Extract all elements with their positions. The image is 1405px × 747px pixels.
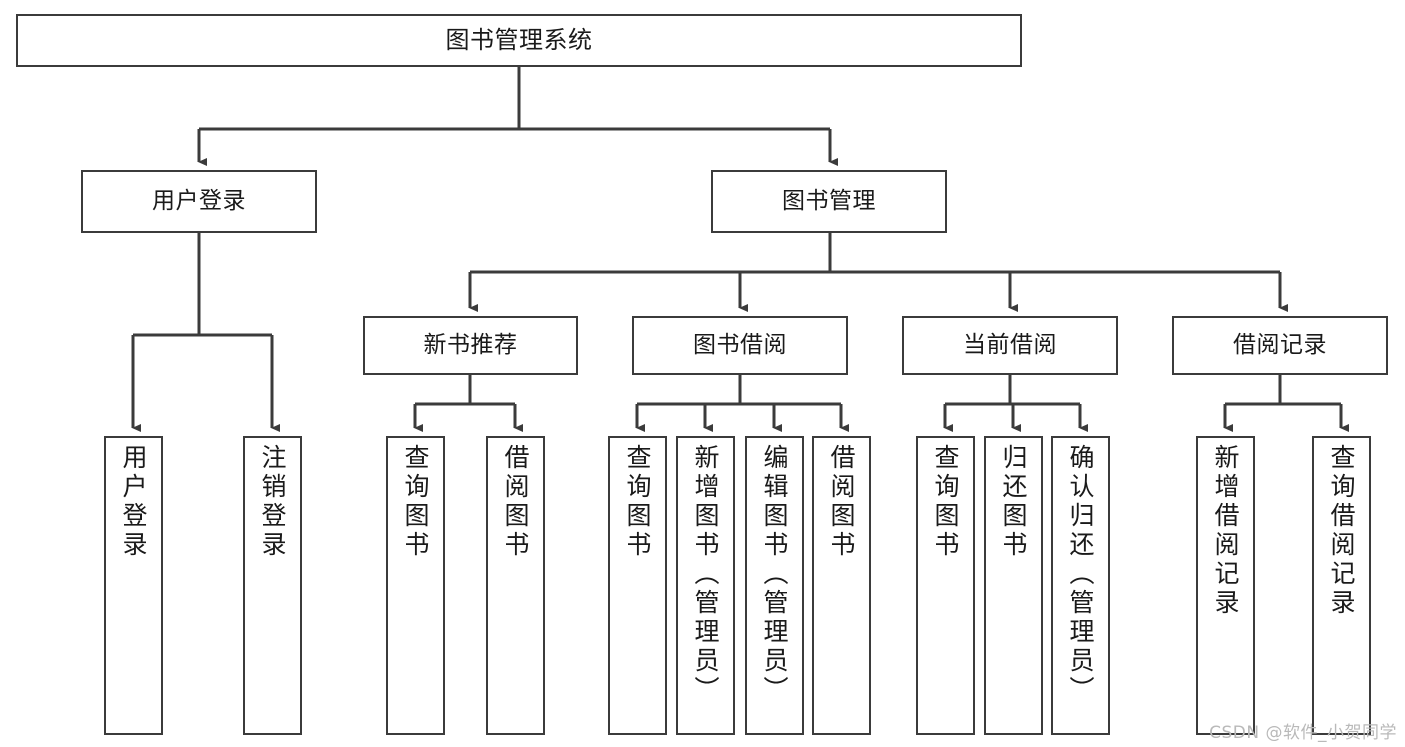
- node-leaf-confirm-return[interactable]: 确认归还（管理员）: [1051, 436, 1110, 735]
- node-root-label: 图书管理系统: [445, 25, 593, 54]
- node-leaf-borrow-book-2-label: 借阅图书: [827, 444, 856, 560]
- node-leaf-user-login[interactable]: 用户登录: [104, 436, 163, 735]
- node-book-borrow-label: 图书借阅: [693, 332, 787, 359]
- node-book-manage[interactable]: 图书管理: [711, 170, 947, 233]
- node-current-borrow[interactable]: 当前借阅: [902, 316, 1118, 375]
- node-leaf-confirm-return-label: 确认归还（管理员）: [1066, 444, 1095, 705]
- node-leaf-query-book-3[interactable]: 查询图书: [916, 436, 975, 735]
- node-leaf-query-book-1[interactable]: 查询图书: [386, 436, 445, 735]
- node-borrow-record-label: 借阅记录: [1233, 332, 1327, 359]
- node-leaf-user-login-label: 用户登录: [119, 444, 148, 560]
- node-leaf-query-record[interactable]: 查询借阅记录: [1312, 436, 1371, 735]
- node-leaf-return-book-label: 归还图书: [999, 444, 1028, 560]
- node-leaf-logout[interactable]: 注销登录: [243, 436, 302, 735]
- node-leaf-borrow-book-1-label: 借阅图书: [501, 444, 530, 560]
- node-user-login[interactable]: 用户登录: [81, 170, 317, 233]
- node-leaf-query-record-label: 查询借阅记录: [1327, 444, 1356, 618]
- node-new-book-rec[interactable]: 新书推荐: [363, 316, 578, 375]
- watermark: CSDN @软件_小贺同学: [1209, 723, 1397, 743]
- node-book-borrow[interactable]: 图书借阅: [632, 316, 848, 375]
- node-root[interactable]: 图书管理系统: [16, 14, 1022, 67]
- node-leaf-add-record[interactable]: 新增借阅记录: [1196, 436, 1255, 735]
- node-user-login-label: 用户登录: [152, 188, 246, 215]
- node-leaf-return-book[interactable]: 归还图书: [984, 436, 1043, 735]
- node-leaf-edit-book[interactable]: 编辑图书（管理员）: [745, 436, 804, 735]
- node-leaf-query-book-1-label: 查询图书: [401, 444, 430, 560]
- node-current-borrow-label: 当前借阅: [963, 332, 1057, 359]
- node-book-manage-label: 图书管理: [782, 188, 876, 215]
- node-leaf-borrow-book-2[interactable]: 借阅图书: [812, 436, 871, 735]
- node-leaf-add-book-label: 新增图书（管理员）: [691, 444, 720, 705]
- node-new-book-rec-label: 新书推荐: [423, 332, 518, 359]
- node-leaf-borrow-book-1[interactable]: 借阅图书: [486, 436, 545, 735]
- node-leaf-query-book-3-label: 查询图书: [931, 444, 960, 560]
- node-leaf-query-book-2[interactable]: 查询图书: [608, 436, 667, 735]
- node-leaf-edit-book-label: 编辑图书（管理员）: [760, 444, 789, 705]
- node-leaf-add-record-label: 新增借阅记录: [1211, 444, 1240, 618]
- node-leaf-query-book-2-label: 查询图书: [623, 444, 652, 560]
- node-borrow-record[interactable]: 借阅记录: [1172, 316, 1388, 375]
- node-leaf-logout-label: 注销登录: [258, 444, 287, 560]
- node-leaf-add-book[interactable]: 新增图书（管理员）: [676, 436, 735, 735]
